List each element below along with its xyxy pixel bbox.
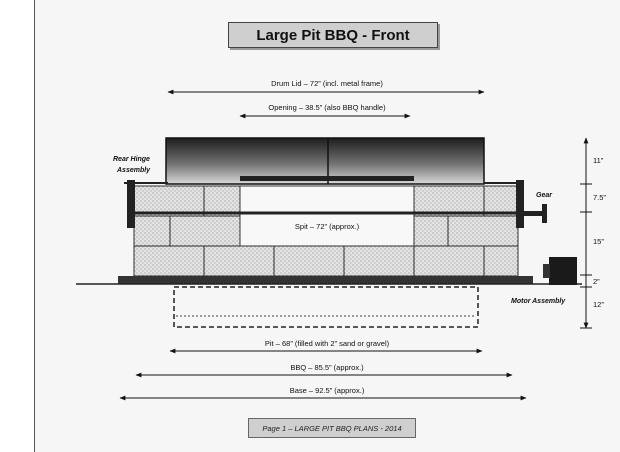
base-slab-height-label: 2”: [593, 277, 600, 286]
base-slab: [118, 276, 533, 284]
bbq-label: BBQ – 85.5” (approx.): [290, 363, 364, 372]
spit-label: Spit – 72” (approx.): [295, 222, 360, 231]
drum-lid-label: Drum Lid – 72” (incl. metal frame): [271, 79, 383, 88]
bbq-handle: [240, 176, 414, 181]
brick-wall: [133, 185, 519, 277]
rear-hinge-post: [127, 180, 135, 228]
motor-assembly: [549, 257, 577, 285]
pit-label: Pit – 68” (filled with 2” sand or gravel…: [265, 339, 390, 348]
gear-label: Gear: [536, 192, 553, 199]
pit-opening: [239, 185, 415, 247]
pit-depth-label: 12”: [593, 300, 604, 309]
base-label: Base – 92.5” (approx.): [290, 386, 365, 395]
opening-label: Opening – 38.5” (also BBQ handle): [268, 103, 386, 112]
rear-hinge-label: Rear Hinge: [113, 156, 150, 163]
page-footer: Page 1 – LARGE PIT BBQ PLANS - 2014: [248, 418, 416, 438]
lid-height-label: 11”: [593, 156, 604, 165]
upper-row-height-label: 7.5”: [593, 193, 606, 202]
rear-hinge-label-2: Assembly: [116, 167, 151, 174]
lower-rows-height-label: 15”: [593, 237, 604, 246]
gear: [524, 211, 544, 216]
gear-post: [516, 180, 524, 228]
pit-outline: [173, 286, 479, 328]
page-title: Large Pit BBQ - Front: [228, 22, 438, 48]
motor-assembly-label: Motor Assembly: [511, 298, 566, 305]
